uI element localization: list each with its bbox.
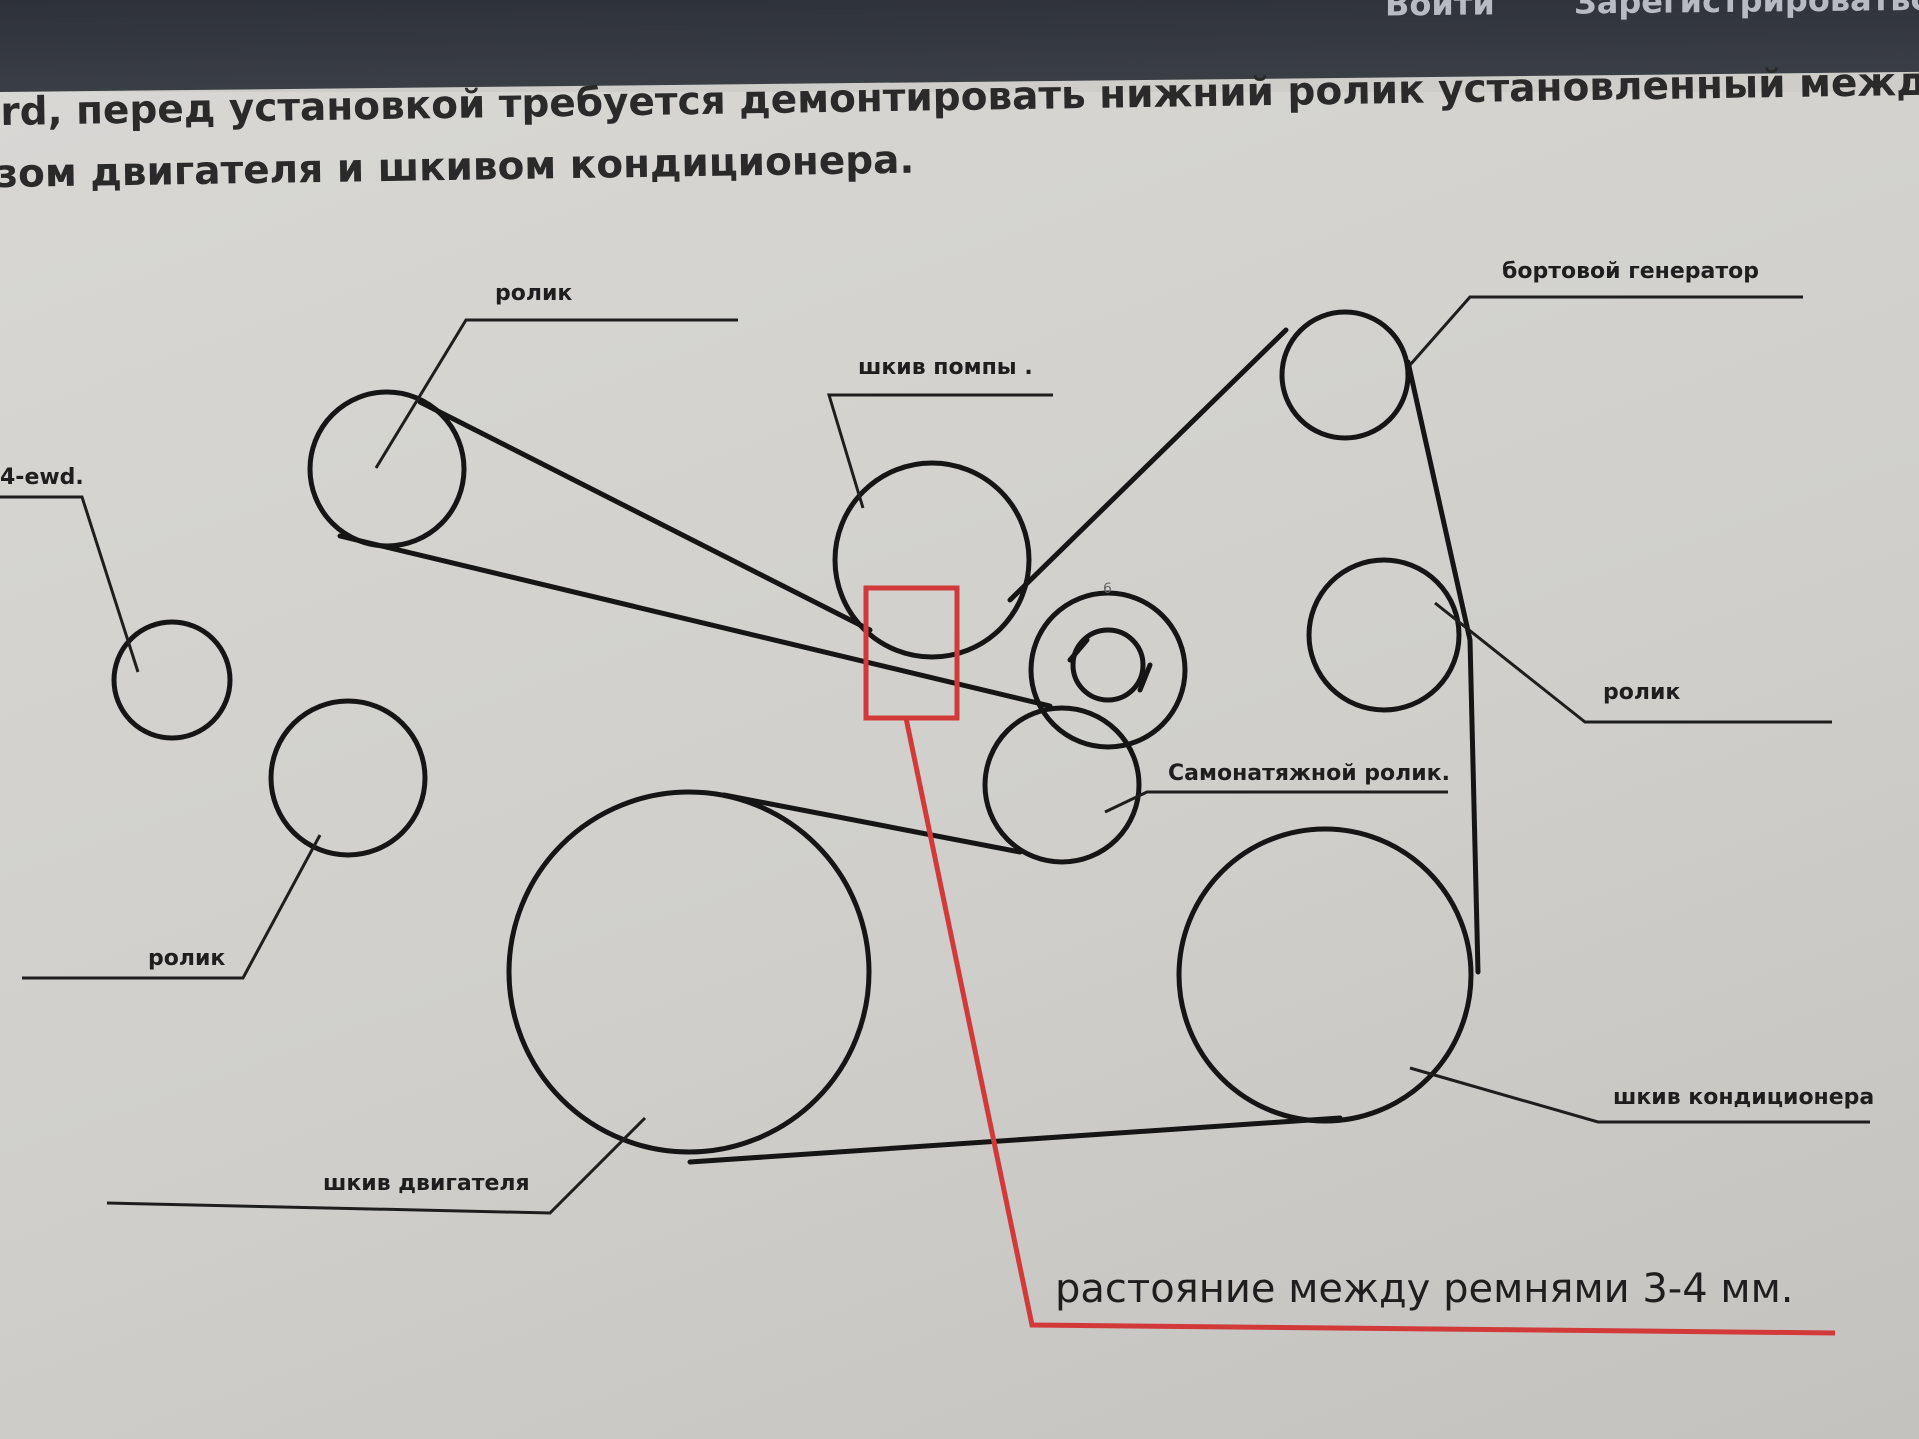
self-tension-roller-pulley [982,705,1142,865]
label-roller-top: ролик [495,281,572,306]
belt-engine-wrap [721,792,1023,855]
drive-belt [337,327,1481,1165]
left-4ewd-pulley [111,619,233,741]
belt-bottom-run [687,1115,1343,1165]
right-roller-pulley [1306,557,1462,713]
top-roller-pulley [307,389,467,549]
label-roller-right: ролик [1603,680,1680,705]
tensioner-outer-ring [1028,590,1188,750]
left-roller-pulley [268,698,428,858]
leader-pump [826,393,1053,509]
label-small-mark: 6 [1103,581,1112,597]
tensioner-inner-ring [1070,627,1146,703]
pump-pulley [832,460,1032,660]
label-pump-pulley: шкив помпы . [858,355,1033,380]
generator-pulley [1279,309,1411,441]
label-self-tension-roller: Самонатяжной ролик. [1168,761,1450,786]
belt-generator-run [1007,327,1289,603]
label-ac-pulley: шкив кондиционера [1613,1085,1874,1110]
belt-outer-run [417,399,873,633]
belt-gap-note: растояние между ремнями 3-4 мм. [1055,1266,1793,1312]
label-4ewd: 4-ewd. [0,465,84,490]
leader-4ewd [0,495,140,673]
diagram-sheet [0,92,1919,1439]
label-roller-left: ролик [148,946,225,971]
leader-self-tension [1104,790,1448,814]
label-engine-pulley: шкив двигателя [323,1171,530,1196]
highlight-box [863,585,960,721]
engine-pulley [506,789,872,1155]
label-generator: бортовой генератор [1502,259,1759,284]
highlight-pointer-line [903,717,1836,1336]
ac-pulley [1176,826,1474,1124]
leader-roller-top [374,318,738,469]
belt-inner-run [337,533,1053,709]
leader-roller-right [1434,601,1832,724]
leader-engine [106,1116,647,1215]
leader-roller-left [22,834,322,980]
leader-generator [1408,295,1803,366]
belt-generator-right-run [1405,359,1481,975]
leader-ac [1409,1066,1870,1124]
